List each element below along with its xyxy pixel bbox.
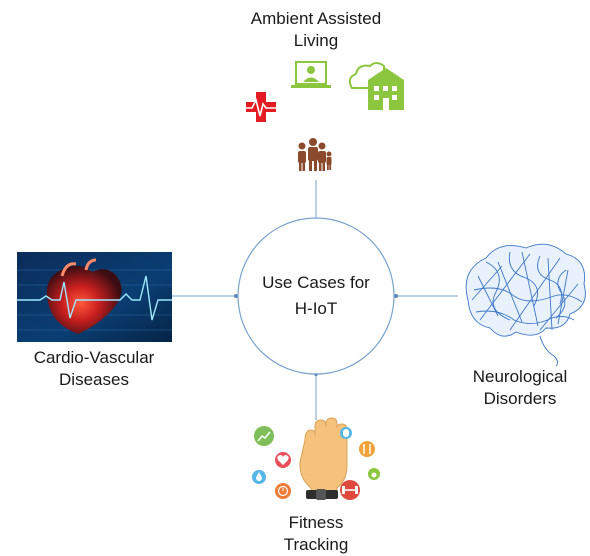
center-label-line1: Use Cases for — [262, 273, 370, 292]
node-label-left-line2: Diseases — [59, 370, 129, 389]
pill-icon — [340, 427, 352, 439]
node-label-right-line2: Disorders — [483, 389, 557, 408]
node-label-bottom: Fitness Tracking — [246, 512, 386, 556]
node-label-top-line1: Ambient Assisted — [250, 9, 382, 28]
node-label-left-line1: Cardio-Vascular — [33, 348, 155, 367]
node-label-bottom-line2: Tracking — [283, 535, 349, 554]
node-label-right: Neurological Disorders — [450, 366, 590, 410]
cutlery-icon — [359, 441, 375, 457]
center-label-line2: H-IoT — [294, 299, 338, 318]
apple-icon — [368, 468, 380, 480]
connector-dot-right — [394, 294, 398, 298]
heart-icon — [275, 452, 291, 468]
node-label-left: Cardio-Vascular Diseases — [0, 347, 188, 391]
center-circle — [237, 217, 395, 375]
hand-wristband-icon — [299, 417, 348, 500]
node-label-top-line2: Living — [293, 31, 339, 50]
telemedicine-screen-icon — [291, 61, 331, 88]
family-icon — [298, 138, 332, 171]
water-drop-icon — [252, 470, 266, 484]
node-label-top: Ambient Assisted Living — [216, 8, 416, 52]
smart-home-icon — [348, 62, 404, 110]
chart-icon — [254, 426, 274, 446]
heart-ecg-icon — [17, 252, 172, 342]
connector-dot-left — [234, 294, 238, 298]
dumbbell-icon — [340, 480, 360, 500]
node-label-right-line1: Neurological — [472, 367, 568, 386]
alarm-icon — [275, 483, 291, 499]
medical-cross-icon — [243, 92, 281, 122]
node-label-bottom-line1: Fitness — [288, 513, 344, 532]
center-label: Use Cases for H-IoT — [236, 270, 396, 322]
brain-mesh-icon — [465, 243, 586, 367]
